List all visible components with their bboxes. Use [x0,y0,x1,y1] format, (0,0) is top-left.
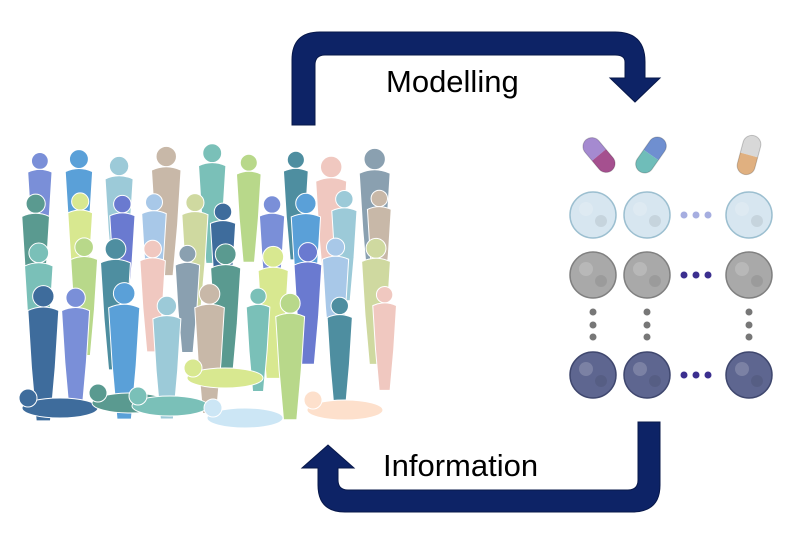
ellipsis-dot-vertical [745,333,753,341]
person-lying [18,388,99,419]
capsule-teal-blue-icon [635,136,667,174]
person-silhouette [275,292,306,421]
ellipsis-dot-vertical [643,308,651,316]
ellipsis-dot [680,271,688,279]
person-silhouette [372,285,397,391]
ellipsis-dot [704,371,712,379]
ellipsis-dot-vertical [589,333,597,341]
ellipsis-dot [692,371,700,379]
person-lying [203,398,284,429]
ellipsis-dot [680,211,688,219]
cell-resistant-icon [623,351,671,399]
ellipsis-dot-vertical [589,308,597,316]
ellipsis-dot-vertical [643,321,651,329]
person-lying [183,358,264,389]
person-silhouette [245,287,271,392]
person-silhouette [326,296,353,409]
person-silhouette [235,153,262,263]
cell-resistant-icon [569,351,617,399]
cell-untreated-icon [725,191,773,239]
person-silhouette [152,295,182,420]
ellipsis-dot-vertical [745,308,753,316]
cell-grid [569,191,773,399]
modelling-arrow [291,31,662,126]
ellipsis-dot-vertical [589,321,597,329]
drug-row [582,134,762,176]
information-label: Information [383,448,539,483]
ellipsis-dot [692,271,700,279]
capsule-orange-white-icon [736,134,762,176]
ellipsis-dot [704,211,712,219]
ellipsis-dot [704,271,712,279]
cell-treated-icon [725,251,773,299]
cell-treated-icon [623,251,671,299]
cell-untreated-icon [569,191,617,239]
ellipsis-dot [680,371,688,379]
person-lying [303,390,384,421]
information-arrow [300,421,661,513]
ellipsis-dot-vertical [745,321,753,329]
cell-treated-icon [569,251,617,299]
modelling-label: Modelling [386,64,519,99]
population-crowd [18,143,397,429]
cell-untreated-icon [623,191,671,239]
person-lying [128,386,209,417]
ellipsis-dot [692,211,700,219]
person-silhouette [174,244,201,354]
ellipsis-dot-vertical [643,333,651,341]
cell-resistant-icon [725,351,773,399]
capsule-purple-icon [582,137,616,173]
